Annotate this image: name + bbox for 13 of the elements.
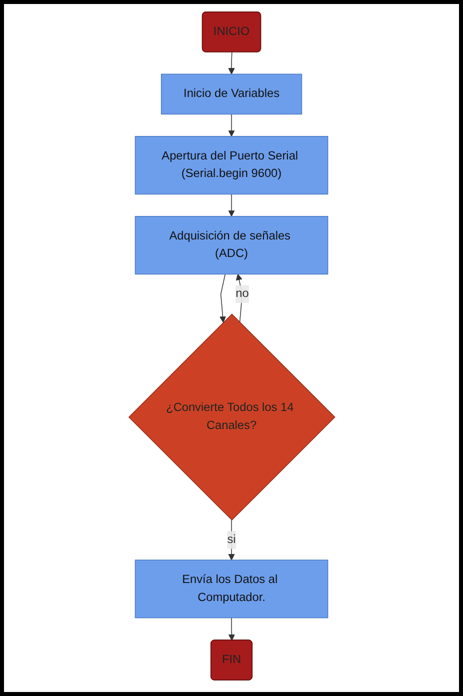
arrow: [219, 273, 226, 322]
arrow: [228, 113, 234, 136]
node-box: Inicio de Variables: [160, 73, 302, 114]
arrow: [228, 51, 234, 74]
arrow: [228, 616, 235, 640]
arrow: [236, 273, 242, 322]
node-box: Adquisición de señales (ADC): [134, 216, 328, 274]
node-diamond: ¿Convierte Todos los 14 Canales?: [128, 313, 335, 520]
node-box: Apertura del Puerto Serial (Serial.begin 9600): [134, 136, 328, 194]
edge-label: no: [235, 286, 248, 300]
node-box: Envía los Datos al Computador.: [134, 559, 328, 618]
edge-label: si: [226, 532, 236, 546]
arrow: [228, 193, 234, 216]
